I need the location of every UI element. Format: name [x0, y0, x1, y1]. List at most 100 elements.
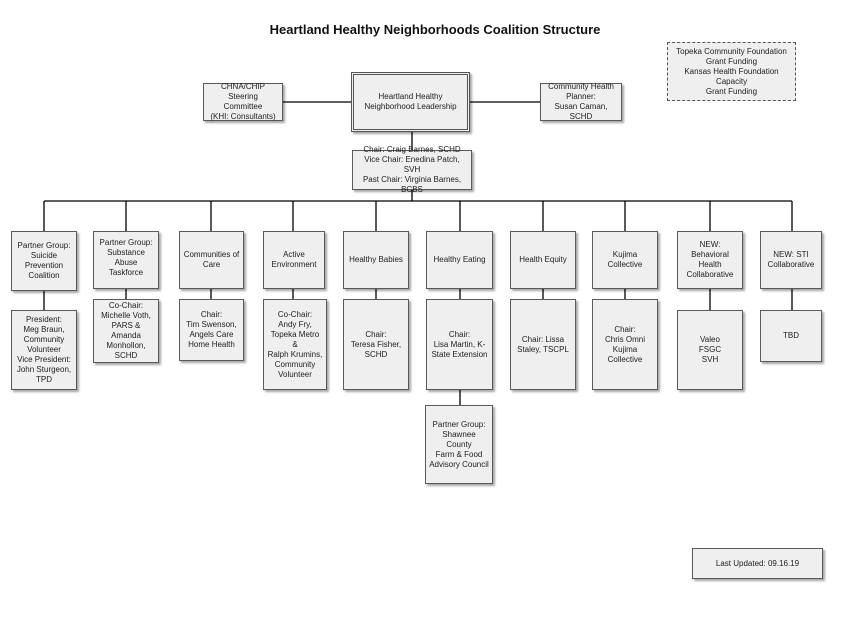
group-box-kujima-collective: Kujima Collective: [592, 231, 658, 289]
group-label-line: Care: [202, 260, 221, 269]
steering-line-1: CHNA/CHIP Steering: [220, 82, 265, 101]
detail-line: Chair: Lissa: [521, 334, 565, 344]
detail-line: Andy Fry,: [278, 319, 312, 329]
diagram-title: Heartland Healthy Neighborhoods Coalitio…: [269, 22, 601, 37]
detail-line: Vice President:: [17, 355, 71, 364]
detail-line: State Extension: [431, 349, 488, 359]
group-label-line: Healthy Babies: [349, 255, 403, 264]
steering-committee-box: CHNA/CHIP Steering Committee (KHI: Consu…: [203, 82, 283, 121]
funding-line-4: Grant Funding: [705, 86, 758, 96]
detail-line: Co-Chair:: [277, 309, 313, 319]
vice-chair-line: Vice Chair: Enedina Patch, SVH: [364, 155, 460, 174]
detail-box-sti-collaborative: TBD: [760, 310, 822, 362]
detail-line: Community: [23, 335, 65, 344]
group-label-line: Healthy Eating: [433, 255, 486, 264]
group-box-communities-of-care: Communities of Care: [179, 231, 244, 289]
detail-box-healthy-eating: Chair: Lisa Martin, K- State Extension: [426, 299, 493, 390]
detail-line: Community: [274, 359, 316, 369]
detail-box-suicide-prevention: President: Meg Braun, Community Voluntee…: [11, 310, 77, 390]
group-label-line: Collaborative: [686, 270, 734, 279]
planner-line-1: Community Health: [548, 82, 614, 91]
funding-box: Topeka Community Foundation Grant Fundin…: [667, 42, 796, 101]
detail-line: Chair:: [200, 310, 223, 319]
group-box-healthy-eating: Healthy Eating: [426, 231, 493, 289]
detail-line: Chair:: [448, 329, 471, 339]
group-label-line: Abuse Taskforce: [108, 258, 144, 277]
group-box-active-environment: Active Environment: [263, 231, 325, 289]
detail-box-healthy-babies: Chair: Teresa Fisher, SCHD: [343, 299, 409, 390]
group-label-line: Kujima: [612, 250, 638, 259]
detail-line: Volunteer: [27, 345, 61, 354]
detail-line: FSGC: [698, 345, 722, 354]
subpartner-line: Shawnee County: [442, 429, 476, 449]
detail-line: Chair:: [614, 324, 636, 334]
detail-line: Chair:: [365, 329, 387, 339]
leadership-box: Heartland Healthy Neighborhood Leadershi…: [351, 72, 470, 132]
detail-line: Angels Care: [189, 330, 234, 339]
detail-line: SCHD: [114, 351, 138, 360]
last-updated-box: Last Updated: 09.16.19: [692, 548, 823, 579]
detail-line: PARS & Amanda: [111, 321, 141, 340]
funding-line-1: Topeka Community Foundation: [676, 46, 787, 56]
group-box-healthy-babies: Healthy Babies: [343, 231, 409, 289]
group-label-line: Substance: [107, 248, 145, 257]
detail-line: President:: [25, 315, 62, 324]
group-box-sti-collaborative: NEW: STI Collaborative: [760, 231, 822, 289]
group-label-line: Coalition: [28, 271, 60, 280]
leadership-line-1: Heartland Healthy: [378, 92, 443, 101]
detail-box-health-equity: Chair: Lissa Staley, TSCPL: [510, 299, 576, 390]
detail-line: Home Health: [188, 340, 235, 349]
group-label-line: NEW: Behavioral: [691, 240, 729, 259]
chairs-box: Chair: Craig Barnes, SCHD Vice Chair: En…: [352, 145, 472, 194]
detail-line: TPD: [35, 375, 52, 384]
group-label-line: Environment: [271, 260, 317, 269]
past-chair-line: Past Chair: Virginia Barnes, BCBS: [362, 175, 462, 194]
detail-box-behavioral-health: Valeo FSGC SVH: [677, 310, 743, 390]
group-box-behavioral-health: NEW: Behavioral Health Collaborative: [677, 231, 743, 289]
detail-line: Kujima: [612, 344, 638, 354]
subpartner-line: Advisory Council: [429, 459, 489, 469]
detail-line: Monhollon,: [106, 341, 146, 350]
group-box-suicide-prevention: Partner Group: Suicide Prevention Coalit…: [11, 231, 77, 291]
detail-box-kujima-collective: Chair: Chris Omni Kujima Collective: [592, 299, 658, 390]
group-box-health-equity: Health Equity: [510, 231, 576, 289]
subpartner-box-farm-food: Partner Group: Shawnee County Farm & Foo…: [425, 405, 493, 484]
detail-box-active-environment: Co-Chair: Andy Fry, Topeka Metro & Ralph…: [263, 299, 327, 390]
detail-box-substance-abuse: Co-Chair: Michelle Voth, PARS & Amanda M…: [93, 299, 159, 363]
detail-line: Chris Omni: [604, 334, 645, 344]
group-label-line: Communities of: [183, 250, 240, 259]
detail-line: Valeo: [700, 335, 720, 344]
detail-line: Volunteer: [278, 369, 312, 379]
group-label-line: NEW: STI: [773, 250, 809, 259]
detail-line: TBD: [783, 331, 799, 340]
planner-line-2: Planner:: [566, 92, 596, 101]
group-label-line: Prevention: [24, 261, 64, 270]
planner-line-3: Susan Caman, SCHD: [554, 102, 608, 121]
detail-line: SCHD: [364, 349, 388, 359]
detail-box-communities-of-care: Chair: Tim Swenson, Angels Care Home Hea…: [179, 299, 244, 361]
last-updated-text: Last Updated: 09.16.19: [715, 558, 800, 568]
steering-line-2: Committee: [223, 102, 263, 111]
subpartner-line: Farm & Food: [435, 449, 483, 459]
leadership-line-2: Neighborhood Leadership: [364, 102, 457, 111]
group-label-line: Partner Group:: [17, 241, 71, 250]
chair-line: Chair: Craig Barnes, SCHD: [363, 145, 461, 154]
group-label-line: Partner Group:: [99, 238, 153, 247]
group-label-line: Collaborative: [767, 260, 815, 269]
detail-line: Meg Braun,: [23, 325, 65, 334]
subpartner-line: Partner Group:: [432, 419, 486, 429]
detail-line: Topeka Metro &: [270, 329, 320, 349]
detail-line: Lisa Martin, K-: [433, 339, 486, 349]
group-label-line: Suicide: [30, 251, 58, 260]
detail-line: Collective: [607, 354, 643, 364]
group-label-line: Active: [283, 250, 305, 259]
steering-line-3: (KHI: Consultants): [210, 112, 276, 121]
detail-line: SVH: [701, 355, 719, 364]
detail-line: Teresa Fisher,: [350, 339, 402, 349]
funding-line-3: Kansas Health Foundation Capacity: [684, 66, 779, 86]
group-label-line: Health Equity: [519, 255, 567, 264]
detail-line: Co-Chair:: [108, 301, 144, 310]
detail-line: Tim Swenson,: [186, 320, 237, 329]
detail-line: John Sturgeon,: [16, 365, 72, 374]
detail-line: Michelle Voth,: [101, 311, 151, 320]
